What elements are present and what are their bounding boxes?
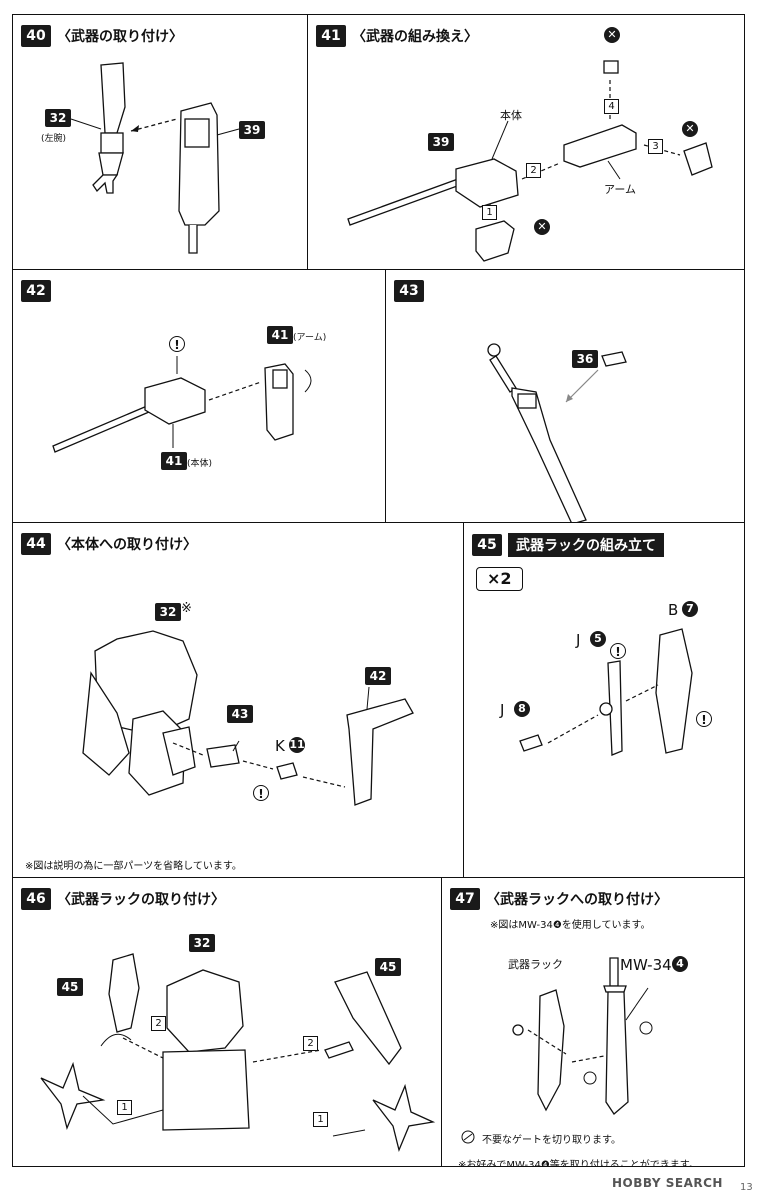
runner-number: 11: [289, 737, 305, 753]
rack-attach-illustration: [40, 953, 436, 1153]
part-tag-45-right: 45: [375, 958, 401, 976]
order-2-right: 2: [303, 1036, 318, 1051]
step-title: 〈本体への取り付け〉: [57, 537, 197, 553]
step-46-header: 46 〈武器ラックの取り付け〉: [21, 888, 225, 910]
weapon-disassembly-illustration: [347, 60, 713, 262]
step-45-header: 45 武器ラックの組み立て: [472, 533, 664, 557]
optional-note: ※お好みでMW-34❹等を取り付けることができます。: [458, 1160, 699, 1167]
omission-note: ※図は説明の為に一部パーツを省略しています。: [25, 861, 242, 872]
step-43-panel: 43 36: [385, 269, 745, 523]
step-title: 〈武器ラックの取り付け〉: [57, 892, 225, 908]
step-title: 〈武器の組み換え〉: [352, 29, 478, 45]
rack-label: 武器ラック: [508, 958, 563, 971]
part-tag-32: 32: [45, 109, 71, 127]
order-2: 2: [526, 163, 541, 178]
left-arm-label: (左腕): [41, 134, 67, 144]
order-3: 3: [648, 139, 663, 154]
order-1-right: 1: [313, 1112, 328, 1127]
asterisk-mark: ※: [181, 601, 192, 616]
arm-label: アーム: [604, 183, 637, 196]
step-title: 〈武器の取り付け〉: [57, 29, 183, 45]
part-tag-45-left: 45: [57, 978, 83, 996]
part-tag-39: 39: [428, 133, 454, 151]
part-tag-32: 32: [155, 603, 181, 621]
step-42-header: 42: [21, 280, 51, 302]
step-number: 40: [21, 25, 51, 47]
part-tag-41-body: 41: [161, 452, 187, 470]
step-number: 44: [21, 533, 51, 555]
weapon-rack-assembly-illustration: [519, 628, 693, 756]
weapon-attach-arm-illustration: [52, 356, 312, 453]
remove-icon: ✕: [682, 121, 698, 137]
step-44-panel: 44 〈本体への取り付け〉 32 ※ 43 42 K 11 ! ※図は説明の為に…: [12, 522, 464, 878]
step-46-panel: 46 〈武器ラックの取り付け〉 32 45 45 2 1 2 1: [12, 877, 442, 1167]
part-tag-41-arm: 41: [267, 326, 293, 344]
body-label: (本体): [187, 459, 213, 469]
step-47-panel: 47 〈武器ラックへの取り付け〉 ※図はMW-34❹を使用しています。 武器ラッ…: [441, 877, 745, 1167]
step-43-header: 43: [394, 280, 424, 302]
remove-icon: ✕: [604, 27, 620, 43]
runner-b-label: B: [668, 601, 679, 619]
step-number: 41: [316, 25, 346, 47]
runner-k-label: K: [275, 737, 285, 755]
step-41-header: 41 〈武器の組み換え〉: [316, 25, 478, 47]
step-47-header: 47 〈武器ラックへの取り付け〉: [450, 888, 668, 910]
runner-number: 5: [590, 631, 606, 647]
gate-cut-note: 不要なゲートを切り取ります。: [482, 1135, 621, 1146]
weapon-label: MW-34: [620, 956, 672, 974]
part-tag-36: 36: [572, 350, 598, 368]
part-tag-39: 39: [239, 121, 265, 139]
step-number: 43: [394, 280, 424, 302]
part-tag-42: 42: [365, 667, 391, 685]
step-44-header: 44 〈本体への取り付け〉: [21, 533, 197, 555]
order-1-left: 1: [117, 1100, 132, 1115]
body-attach-illustration: [82, 630, 414, 806]
step-number: 42: [21, 280, 51, 302]
runner-j-label: J: [576, 631, 581, 649]
watermark-logo: HOBBY SEARCH: [612, 1176, 723, 1190]
step-number: 46: [21, 888, 51, 910]
runner-number: 8: [514, 701, 530, 717]
step-title: 武器ラックの組み立て: [508, 533, 664, 557]
order-4: 4: [604, 99, 619, 114]
runner-number: 7: [682, 601, 698, 617]
step-40-header: 40 〈武器の取り付け〉: [21, 25, 183, 47]
step-41-panel: 41 〈武器の組み換え〉 39 本体 アーム 1 2 3 4 ✕ ✕ ✕: [307, 14, 745, 270]
page-number: 13: [740, 1182, 753, 1193]
runner-j-label: J: [500, 701, 505, 719]
quantity-multiplier: ×2: [476, 567, 523, 591]
arm-label: (アーム): [293, 333, 327, 343]
weapon-to-rack-illustration: [461, 957, 653, 1144]
part-tag-43: 43: [227, 705, 253, 723]
order-2-left: 2: [151, 1016, 166, 1031]
usage-note: ※図はMW-34❹を使用しています。: [490, 920, 651, 931]
step-number: 47: [450, 888, 480, 910]
rod-part-illustration: [487, 343, 627, 522]
remove-icon: ✕: [534, 219, 550, 235]
step-45-panel: 45 武器ラックの組み立て ×2 B 7 J 5 ! ! J 8: [463, 522, 745, 878]
order-1: 1: [482, 205, 497, 220]
arm-weapon-illustration: [70, 62, 240, 254]
caution-icon: !: [610, 643, 626, 659]
caution-icon: !: [169, 336, 185, 352]
step-title: 〈武器ラックへの取り付け〉: [486, 892, 668, 908]
step-40-panel: 40 〈武器の取り付け〉 32 (左腕) 39: [12, 14, 308, 270]
body-label: 本体: [500, 109, 522, 122]
step-number: 45: [472, 534, 502, 556]
weapon-number: 4: [672, 956, 688, 972]
part-tag-32: 32: [189, 934, 215, 952]
caution-icon: !: [696, 711, 712, 727]
caution-icon: !: [253, 785, 269, 801]
step-42-panel: 42 ! 41 (アーム) 41 (本体): [12, 269, 386, 523]
